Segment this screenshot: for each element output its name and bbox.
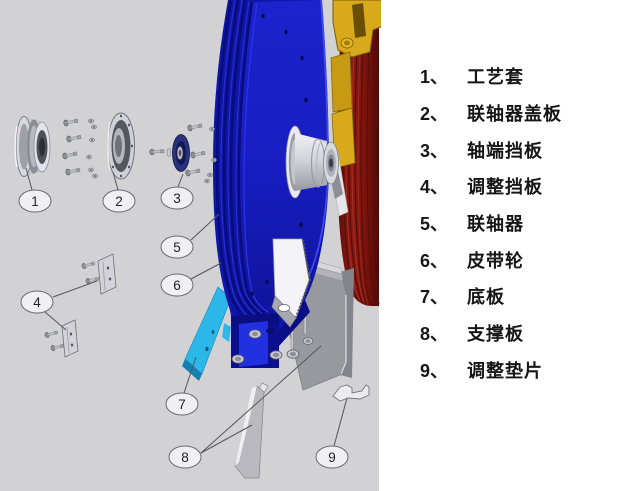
process-sleeve-part [14, 116, 51, 177]
svg-text:9: 9 [328, 450, 336, 465]
adjust-bracket-parts [44, 253, 117, 358]
callout-balloon-4: 4 [20, 290, 54, 314]
callout-balloon-7: 7 [165, 392, 199, 416]
svg-text:4: 4 [33, 295, 41, 310]
legend-item-8: 8、支撑板 [420, 324, 524, 344]
callout-balloon-6: 6 [160, 273, 194, 297]
svg-text:7: 7 [178, 397, 186, 412]
legend-item-4: 4、调整挡板 [420, 177, 543, 197]
legend-item-7: 7、底板 [420, 287, 505, 307]
coupling-cover-part [107, 112, 135, 180]
svg-text:6: 6 [173, 278, 181, 293]
svg-text:3: 3 [173, 191, 181, 206]
shim-bracket [332, 384, 370, 402]
callout-balloon-5: 5 [160, 235, 194, 259]
svg-text:8: 8 [181, 450, 189, 465]
belt-pulley-disc [213, 0, 329, 368]
base-plate-sliver [222, 323, 231, 342]
callout-balloon-2: 2 [102, 189, 136, 213]
legend-item-3: 3、轴端挡板 [420, 141, 543, 161]
legend-item-6: 6、皮带轮 [420, 251, 524, 271]
callout-balloon-8: 8 [168, 445, 202, 469]
svg-text:2: 2 [115, 194, 123, 209]
callout-balloon-1: 1 [18, 189, 52, 213]
leader-lines [25, 167, 348, 454]
callout-balloon-9: 9 [315, 445, 349, 469]
callout-balloon-3: 3 [160, 186, 194, 210]
white-box-part [271, 238, 312, 328]
legend-item-1: 1、工艺套 [420, 67, 524, 87]
exploded-view-diagram: 1 2 3 4 5 6 7 8 [0, 0, 381, 491]
shaft-end-plate-part [149, 134, 190, 172]
legend-item-9: 9、调整垫片 [420, 361, 543, 381]
svg-text:1: 1 [31, 194, 39, 209]
svg-text:5: 5 [173, 240, 181, 255]
coupling-hub [285, 125, 339, 199]
legend-item-5: 5、联轴器 [420, 214, 524, 234]
thin-support-plate [234, 385, 265, 479]
legend-item-2: 2、联轴器盖板 [420, 104, 562, 124]
